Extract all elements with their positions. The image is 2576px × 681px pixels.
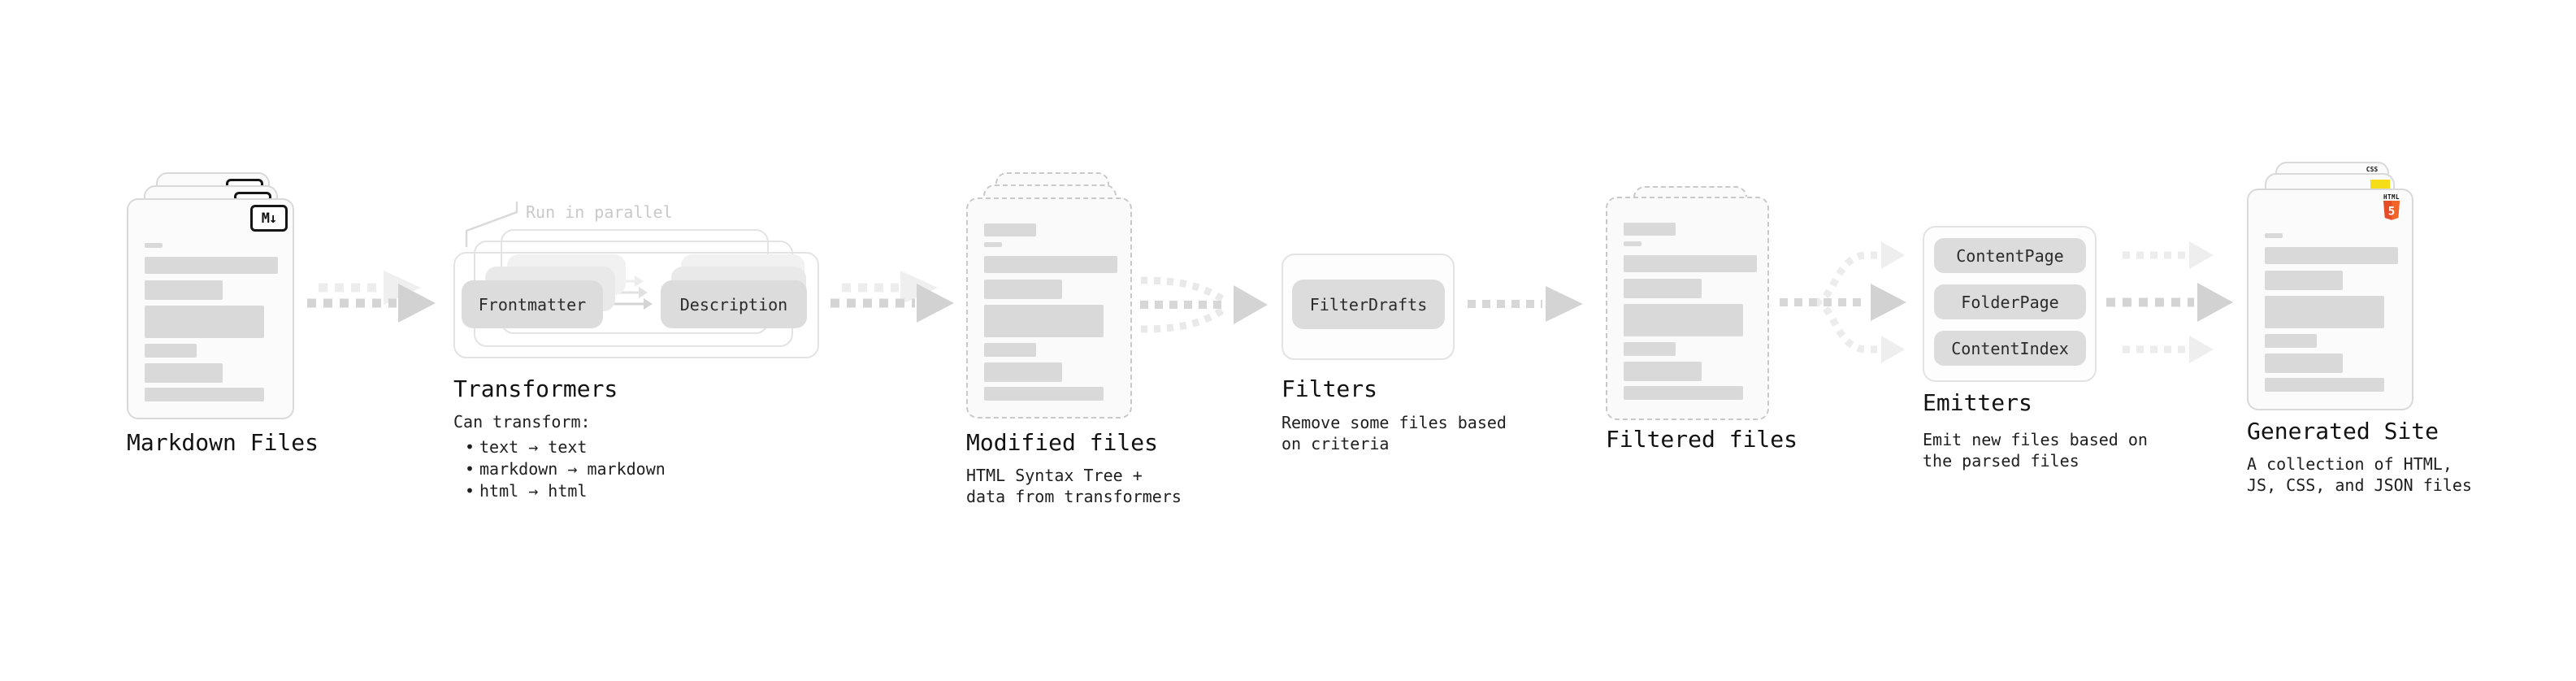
folderpage-button: FolderPage xyxy=(1934,284,2086,319)
markdown-file-card-front: M↓ xyxy=(127,198,294,419)
subtitle-line: Emit new files based on xyxy=(1923,430,2148,449)
html5-shield: 5 xyxy=(2383,201,2400,220)
list-item: • text → text xyxy=(460,436,666,458)
html5-icon: HTML 5 xyxy=(2382,193,2401,223)
transformer-box-front xyxy=(453,252,819,358)
list-item: • html → html xyxy=(460,480,666,502)
transformers-bullet-list: • text → text • markdown → markdown • ht… xyxy=(460,436,666,502)
bullet-text: markdown → markdown xyxy=(479,459,666,479)
generated-site-subtitle: A collection of HTML, JS, CSS, and JSON … xyxy=(2247,453,2472,496)
filterdrafts-button: FilterDrafts xyxy=(1292,280,1445,329)
subtitle-line: the parsed files xyxy=(1923,451,2079,471)
subtitle-line: A collection of HTML, xyxy=(2247,454,2452,474)
svg-text:5: 5 xyxy=(2388,205,2396,218)
subtitle-line: JS, CSS, and JSON files xyxy=(2247,475,2472,495)
filtered-files-title: Filtered files xyxy=(1606,426,1798,453)
transformers-subtitle: Can transform: xyxy=(453,412,591,432)
filters-subtitle: Remove some files based on criteria xyxy=(1281,412,1507,454)
filters-title: Filters xyxy=(1281,375,1378,402)
emitters-subtitle: Emit new files based on the parsed files xyxy=(1923,429,2148,471)
frontmatter-button: Frontmatter xyxy=(462,280,603,328)
modified-files-subtitle: HTML Syntax Tree + data from transformer… xyxy=(966,465,1182,507)
subtitle-line: on criteria xyxy=(1281,434,1390,453)
markdown-icon: M↓ xyxy=(250,205,288,232)
list-item: • markdown → markdown xyxy=(460,458,666,480)
javascript-icon xyxy=(2370,180,2390,190)
bullet-dot: • xyxy=(464,481,475,501)
transformers-title: Transformers xyxy=(453,375,618,402)
contentpage-button: ContentPage xyxy=(1934,238,2086,273)
filtered-file-card-front xyxy=(1606,197,1769,420)
run-in-parallel-label: Run in parallel xyxy=(526,202,673,222)
bullet-dot: • xyxy=(464,459,475,479)
bullet-dot: • xyxy=(464,437,475,457)
subtitle-line: data from transformers xyxy=(966,487,1182,506)
generated-site-title: Generated Site xyxy=(2247,418,2439,445)
bullet-text: text → text xyxy=(479,437,588,457)
modified-file-card-front xyxy=(966,197,1132,419)
generated-file-card-html: HTML 5 xyxy=(2247,189,2413,410)
subtitle-line: HTML Syntax Tree + xyxy=(966,466,1143,485)
emitters-title: Emitters xyxy=(1923,389,2032,416)
modified-files-title: Modified files xyxy=(966,429,1159,456)
subtitle-line: Remove some files based xyxy=(1281,413,1507,432)
contentindex-button: ContentIndex xyxy=(1934,331,2086,366)
markdown-files-title: Markdown Files xyxy=(127,429,319,456)
bullet-text: html → html xyxy=(479,481,588,501)
description-button: Description xyxy=(661,280,807,328)
